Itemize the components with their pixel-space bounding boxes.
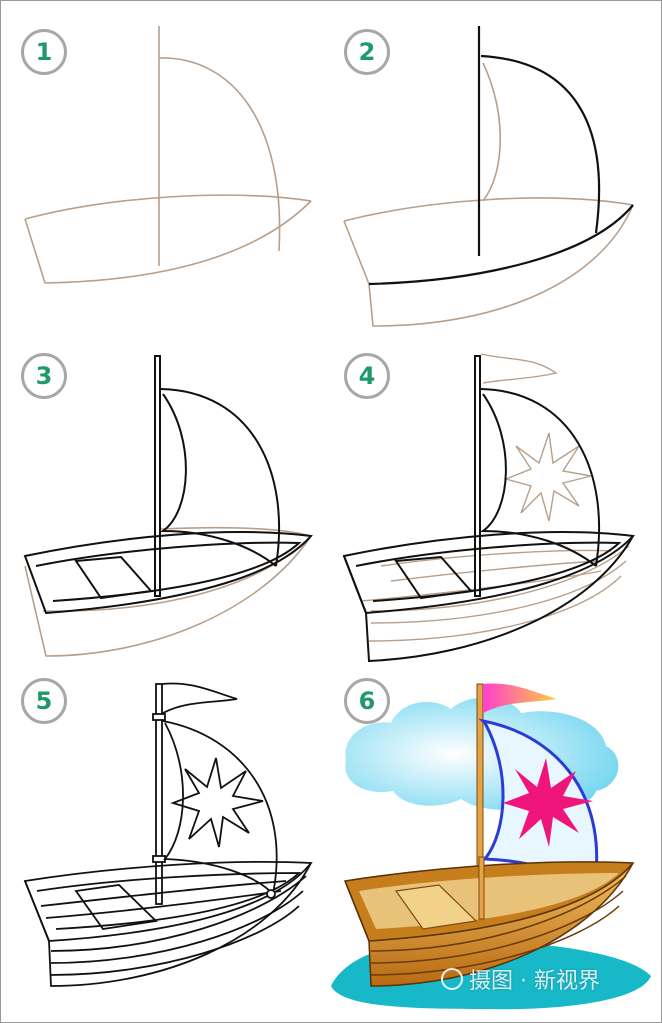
step-badge-1: 1 [21, 29, 67, 75]
step-5-sketch [23, 682, 313, 987]
step-number: 4 [358, 362, 376, 390]
step-4-sketch [342, 353, 636, 663]
step-number: 2 [358, 38, 376, 66]
step-3-sketch [23, 355, 313, 657]
step-badge-2: 2 [344, 29, 390, 75]
watermark-text: 摄图 · 新视界 [469, 969, 600, 994]
step-badge-5: 5 [21, 678, 67, 724]
watermark-logo-icon [441, 968, 463, 990]
step-number: 5 [35, 687, 53, 715]
step-badge-6: 6 [344, 678, 390, 724]
step-number: 6 [358, 687, 376, 715]
step-badge-4: 4 [344, 353, 390, 399]
step-6-colored [331, 683, 651, 1010]
watermark: 摄图 · 新视界 [441, 963, 600, 995]
step-badge-3: 3 [21, 353, 67, 399]
step-2-sketch [343, 26, 634, 327]
step-number: 1 [35, 38, 53, 66]
step-1-sketch [24, 26, 312, 284]
step-number: 3 [35, 362, 53, 390]
